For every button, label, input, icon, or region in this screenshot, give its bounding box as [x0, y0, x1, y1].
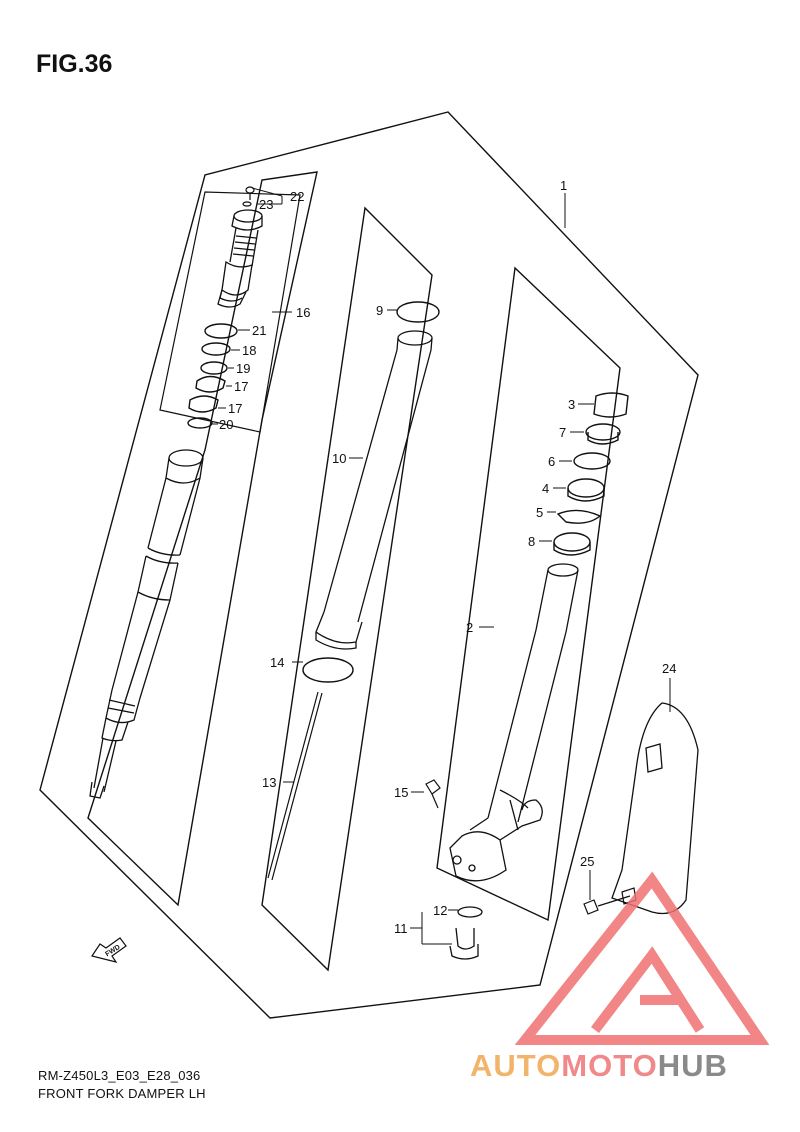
diagram-name: FRONT FORK DAMPER LH — [38, 1086, 206, 1101]
callout-20: 20 — [219, 417, 233, 432]
callout-10: 10 — [332, 451, 346, 466]
callout-8: 8 — [528, 534, 535, 549]
callout-19: 19 — [236, 361, 250, 376]
rod-part-13 — [267, 691, 323, 881]
guard-part-24 — [611, 702, 699, 915]
callout-17b: 17 — [228, 401, 242, 416]
callouts: 1 2 3 4 5 6 7 8 9 10 11 12 13 14 15 16 1… — [219, 178, 676, 936]
callout-15: 15 — [394, 785, 408, 800]
callout-12: 12 — [433, 903, 447, 918]
callout-7: 7 — [559, 425, 566, 440]
model-code: RM-Z450L3_E03_E28_036 — [38, 1068, 201, 1083]
figure-title: FIG.36 — [36, 50, 113, 78]
callout-13: 13 — [262, 775, 276, 790]
bolt-part-22 — [242, 186, 255, 207]
cap-assembly-part-16 — [217, 209, 263, 308]
callout-16: 16 — [296, 305, 310, 320]
damper-group-frame — [87, 171, 318, 907]
bolt-part-15 — [425, 779, 441, 809]
callout-21: 21 — [252, 323, 266, 338]
cap-group-frame — [159, 191, 301, 433]
outer-tube-frame — [261, 206, 433, 972]
valve-parts-11-12 — [449, 906, 483, 960]
fwd-arrow-icon: FWD — [91, 937, 127, 963]
damper-cartridge — [89, 449, 204, 799]
callout-2: 2 — [466, 620, 473, 635]
callout-5: 5 — [536, 505, 543, 520]
callout-17a: 17 — [234, 379, 248, 394]
inner-tube-part-2 — [449, 563, 579, 882]
callout-11: 11 — [394, 921, 408, 936]
callout-3: 3 — [568, 397, 575, 412]
shim-rings — [187, 323, 238, 429]
callout-4: 4 — [542, 481, 549, 496]
outer-tube-part-10 — [315, 330, 433, 650]
callout-14: 14 — [270, 655, 284, 670]
watermark-moto: MOTO — [561, 1048, 658, 1083]
watermark-text: AUTOMOTOHUB — [470, 1048, 728, 1084]
seal-parts — [553, 392, 629, 556]
callout-9: 9 — [376, 303, 383, 318]
ring-part-9 — [396, 301, 440, 323]
callout-18: 18 — [242, 343, 256, 358]
callout-23: 23 — [259, 197, 273, 212]
callout-1: 1 — [560, 178, 567, 193]
callout-25: 25 — [580, 854, 594, 869]
callout-22: 22 — [290, 189, 304, 204]
watermark-auto: AUTO — [470, 1048, 562, 1083]
o-ring-part-14 — [302, 657, 354, 683]
assembly-outline — [39, 111, 699, 1019]
watermark-hub: HUB — [657, 1048, 728, 1083]
inner-tube-frame — [436, 266, 621, 922]
leader-lines — [212, 187, 671, 945]
callout-24: 24 — [662, 661, 676, 676]
fwd-label: FWD — [104, 944, 121, 958]
callout-6: 6 — [548, 454, 555, 469]
watermark-logo-icon — [514, 871, 770, 1045]
